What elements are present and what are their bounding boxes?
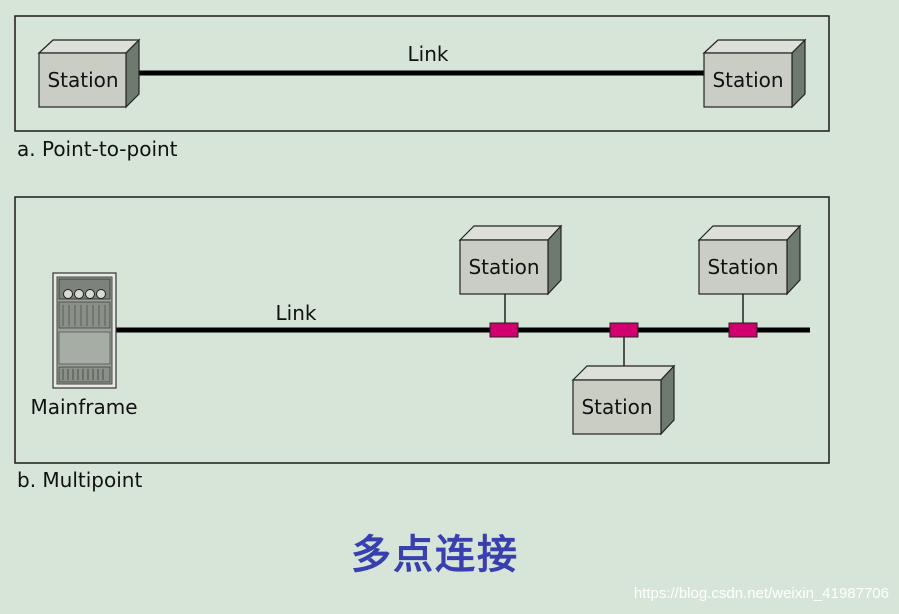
link-label-a: Link — [408, 42, 449, 66]
station-2: Station — [571, 364, 676, 436]
caption-point-to-point: a. Point-to-point — [17, 137, 178, 161]
mainframe-icon — [52, 272, 117, 389]
mainframe-label: Mainframe — [30, 395, 137, 419]
multipoint-panel — [14, 196, 830, 464]
caption-multipoint: b. Multipoint — [17, 468, 143, 492]
station-right-a: Station — [702, 38, 807, 109]
station-label: Station — [47, 68, 118, 92]
tap-connector-1 — [489, 322, 519, 338]
station-1: Station — [458, 224, 563, 296]
watermark: https://blog.csdn.net/weixin_41987706 — [633, 585, 889, 602]
tap-connector-3 — [728, 322, 758, 338]
point-to-point-panel — [14, 15, 830, 132]
chinese-title: 多点连接 — [351, 532, 519, 578]
station-left-a: Station — [37, 38, 141, 109]
tap-connector-2 — [609, 322, 639, 338]
station-label: Station — [581, 395, 652, 419]
link-label-b: Link — [276, 301, 317, 325]
station-label: Station — [707, 255, 778, 279]
station-label: Station — [712, 68, 783, 92]
station-label: Station — [468, 255, 539, 279]
station-3: Station — [697, 224, 802, 296]
